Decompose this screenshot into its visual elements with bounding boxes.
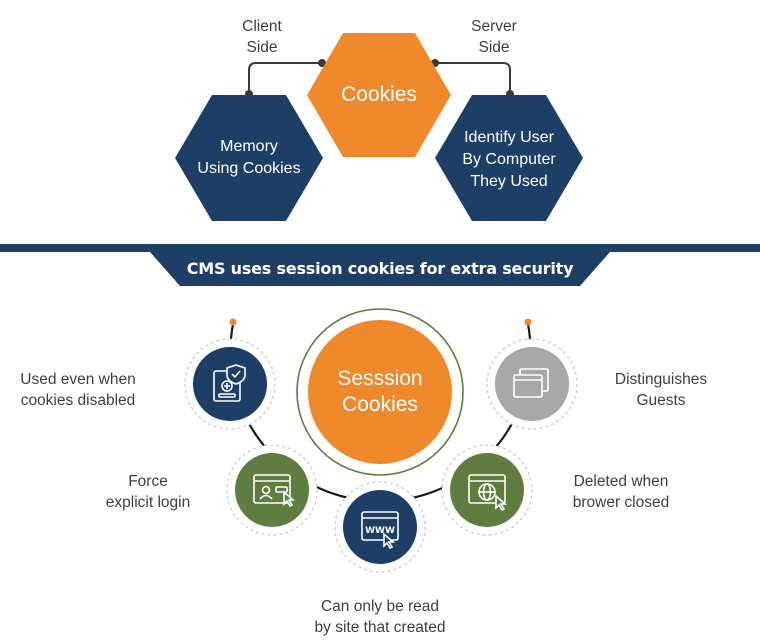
login-card-icon bbox=[253, 474, 296, 508]
banner-stripe bbox=[0, 244, 760, 252]
client-side-label: Client Side bbox=[242, 18, 282, 56]
feature-label-1: Used even when cookies disabled bbox=[20, 371, 136, 409]
memory-hexagon-text: Memory Using Cookies bbox=[197, 138, 301, 177]
center-circle bbox=[308, 320, 452, 464]
arc-end-dot bbox=[229, 318, 237, 326]
cookies-hexagon bbox=[307, 33, 451, 157]
svg-text:WWW: WWW bbox=[365, 526, 395, 536]
session-cookies-title: Sesssion Cookies bbox=[337, 367, 423, 416]
shield-document-icon bbox=[213, 364, 246, 402]
www-browser-icon: WWW bbox=[361, 511, 399, 550]
server-side-label: Server Side bbox=[471, 18, 517, 56]
feature-label-3: Can only be read by site that created bbox=[314, 598, 446, 636]
feature-node-1 bbox=[184, 338, 276, 430]
connector-dot bbox=[318, 59, 326, 67]
feature-label-5: Distinguishes Guests bbox=[614, 371, 708, 409]
feature-node-3 bbox=[334, 481, 426, 573]
feature-label-4: Deleted when brower closed bbox=[572, 473, 670, 511]
banner-title: CMS uses session cookies for extra secur… bbox=[186, 259, 574, 278]
arc-end-dot bbox=[524, 318, 532, 326]
browser-windows-icon bbox=[513, 368, 549, 398]
identify-hexagon-text: Identify User By Computer They Used bbox=[462, 129, 556, 190]
identify-hexagon bbox=[435, 95, 583, 221]
banner-ribbon bbox=[150, 252, 610, 286]
client-connector bbox=[248, 62, 322, 96]
server-connector bbox=[435, 62, 511, 96]
feature-node-4 bbox=[441, 444, 533, 536]
memory-hexagon bbox=[175, 95, 323, 221]
feature-node-2 bbox=[226, 444, 318, 536]
cookies-hexagon-text: Cookies bbox=[341, 83, 417, 106]
feature-label-2: Force explicit login bbox=[105, 473, 191, 511]
globe-browser-icon bbox=[468, 474, 508, 512]
